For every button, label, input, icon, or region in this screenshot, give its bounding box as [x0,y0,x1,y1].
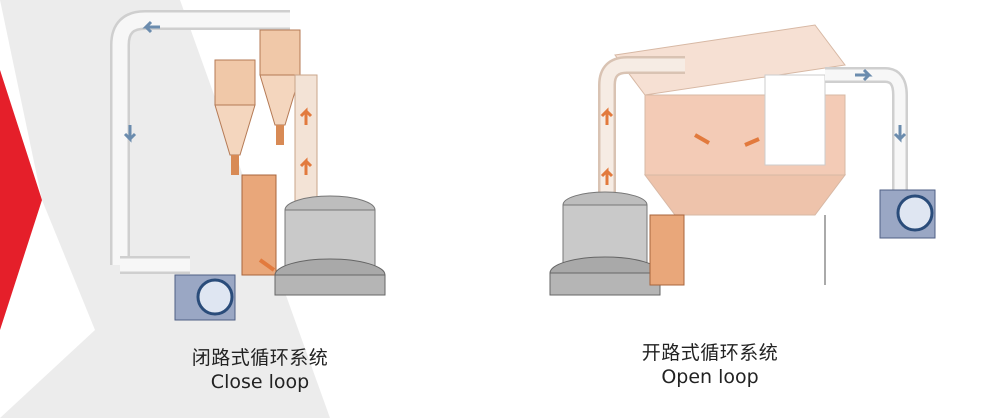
feed-hopper-open [649,214,685,286]
cyclone-collector-right [259,29,301,145]
close-loop-diagram [110,10,386,321]
red-triangle-accent [0,70,42,330]
flow-arrows [123,20,313,272]
open-loop-caption: 开路式循环系统 Open loop [600,341,820,389]
grey-triangle-accent [0,0,330,418]
feed-hopper [241,174,277,276]
grinding-mill [274,195,386,296]
close-loop-caption: 闭路式循环系统 Close loop [150,346,370,394]
blower-fan [174,274,236,321]
flow-arrows-open [600,68,907,185]
open-loop-title-zh: 开路式循环系统 [641,342,779,364]
blower-fan-open [879,189,936,239]
open-loop-diagram [549,24,936,296]
cyclone-collector-left [214,59,256,175]
close-loop-title-en: Close loop [210,371,310,393]
grinding-mill-open [549,191,661,296]
baghouse-dust-collector [614,24,846,285]
riser-duct [294,74,318,216]
close-loop-title-zh: 闭路式循环系统 [191,347,329,369]
open-loop-title-en: Open loop [661,366,759,388]
